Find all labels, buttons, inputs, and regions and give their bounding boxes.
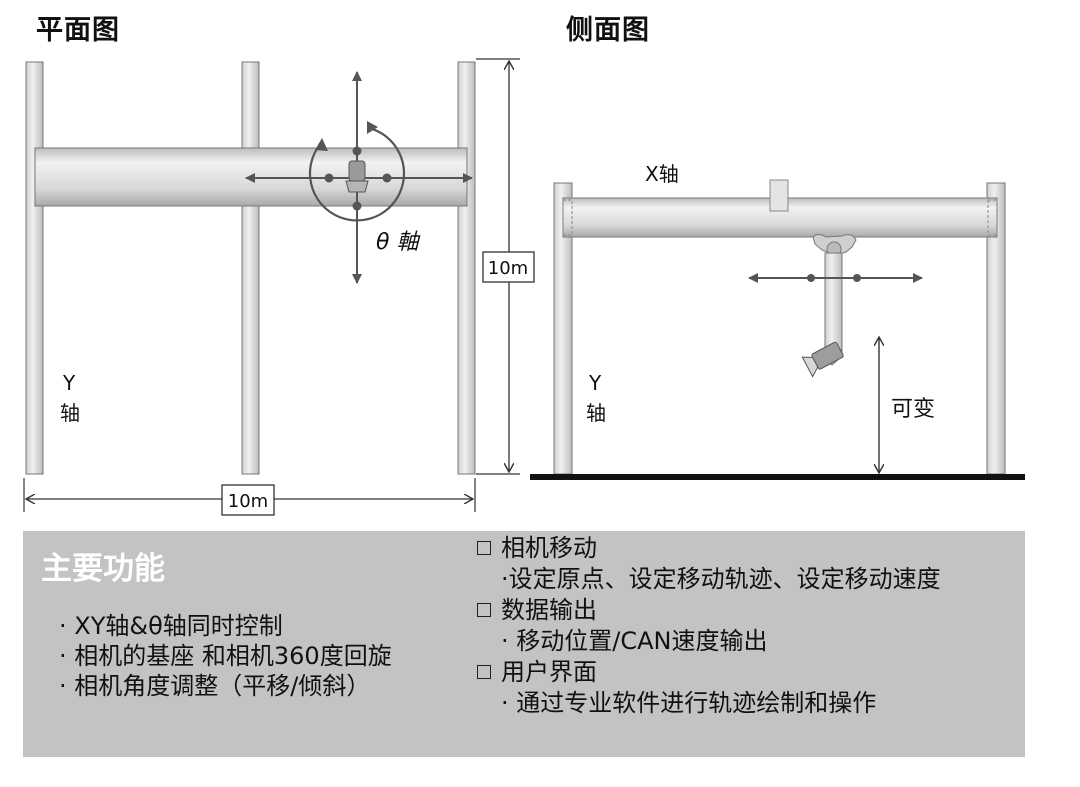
camera-drop-arm [824, 252, 843, 354]
theta-arc-arrow-left [315, 138, 328, 151]
feature-sections: 相机移动 ·设定原点、设定移动轨迹、设定移动速度 数据输出 · 移动位置/CAN… [477, 533, 941, 719]
side-view-drawing: X轴 可变 Y 轴 [530, 162, 1025, 480]
side-top-carriage [769, 179, 789, 212]
side-node-right [853, 274, 861, 282]
gantry-diagram: θ 軸 Y 轴 10m 10m X轴 [23, 58, 1025, 516]
section-user-interface: 用户界面 [477, 657, 941, 688]
theta-arc-arrow-top [367, 121, 378, 134]
checkbox-icon [477, 664, 491, 679]
section-title: 相机移动 [501, 534, 597, 562]
camera-carriage-icon [345, 160, 369, 193]
plan-node-top [352, 146, 362, 156]
section-title: 用户界面 [501, 658, 597, 686]
plan-view-title: 平面图 [36, 15, 120, 46]
feature-item: · XY轴&θ轴同时控制 [59, 612, 283, 640]
plan-y-axis-label-1: Y [62, 371, 76, 395]
checkbox-icon [477, 540, 491, 555]
features-list: · XY轴&θ轴同时控制 · 相机的基座 和相机360度回旋 · 相机角度调整（… [59, 611, 392, 701]
section-detail: · 移动位置/CAN速度输出 [501, 627, 768, 655]
height-dimension-box [482, 251, 535, 283]
variable-height-label: 可变 [891, 397, 935, 422]
checkbox-icon [477, 602, 491, 617]
plan-y-axis-label-2: 轴 [60, 401, 80, 425]
camera-icon [801, 341, 844, 378]
side-view-title: 侧面图 [566, 15, 650, 46]
feature-item: · 相机的基座 和相机360度回旋 [59, 642, 392, 670]
plan-pillar-right [457, 61, 476, 475]
theta-axis-label: θ 軸 [376, 230, 420, 255]
side-beam-end-left [562, 199, 573, 236]
plan-pillar-middle [241, 61, 260, 475]
side-beam-end-right [987, 199, 998, 236]
feature-item: · 相机角度调整（平移/倾斜） [59, 672, 371, 700]
side-y-axis-label-1: Y [588, 371, 602, 395]
section-detail: · 通过专业软件进行轨迹绘制和操作 [501, 689, 877, 717]
width-dimension-box [221, 484, 275, 516]
width-dimension-label: 10m [228, 491, 268, 512]
plan-node-right [382, 173, 392, 183]
side-y-axis-label-2: 轴 [586, 401, 606, 425]
features-panel: 主要功能 · XY轴&θ轴同时控制 · 相机的基座 和相机360度回旋 · 相机… [23, 531, 1025, 757]
section-detail: ·设定原点、设定移动轨迹、设定移动速度 [501, 565, 941, 593]
plan-view-drawing: θ 軸 Y 轴 10m 10m [23, 58, 535, 516]
plan-node-left [324, 173, 334, 183]
plan-node-bottom [352, 201, 362, 211]
features-heading: 主要功能 [41, 551, 165, 587]
side-x-axis-label: X轴 [645, 162, 679, 186]
height-dimension-label: 10m [488, 258, 528, 279]
section-camera-movement: 相机移动 [477, 533, 941, 564]
section-title: 数据输出 [501, 596, 597, 624]
plan-pillar-left [25, 61, 44, 475]
side-node-left [807, 274, 815, 282]
section-data-output: 数据输出 [477, 595, 941, 626]
